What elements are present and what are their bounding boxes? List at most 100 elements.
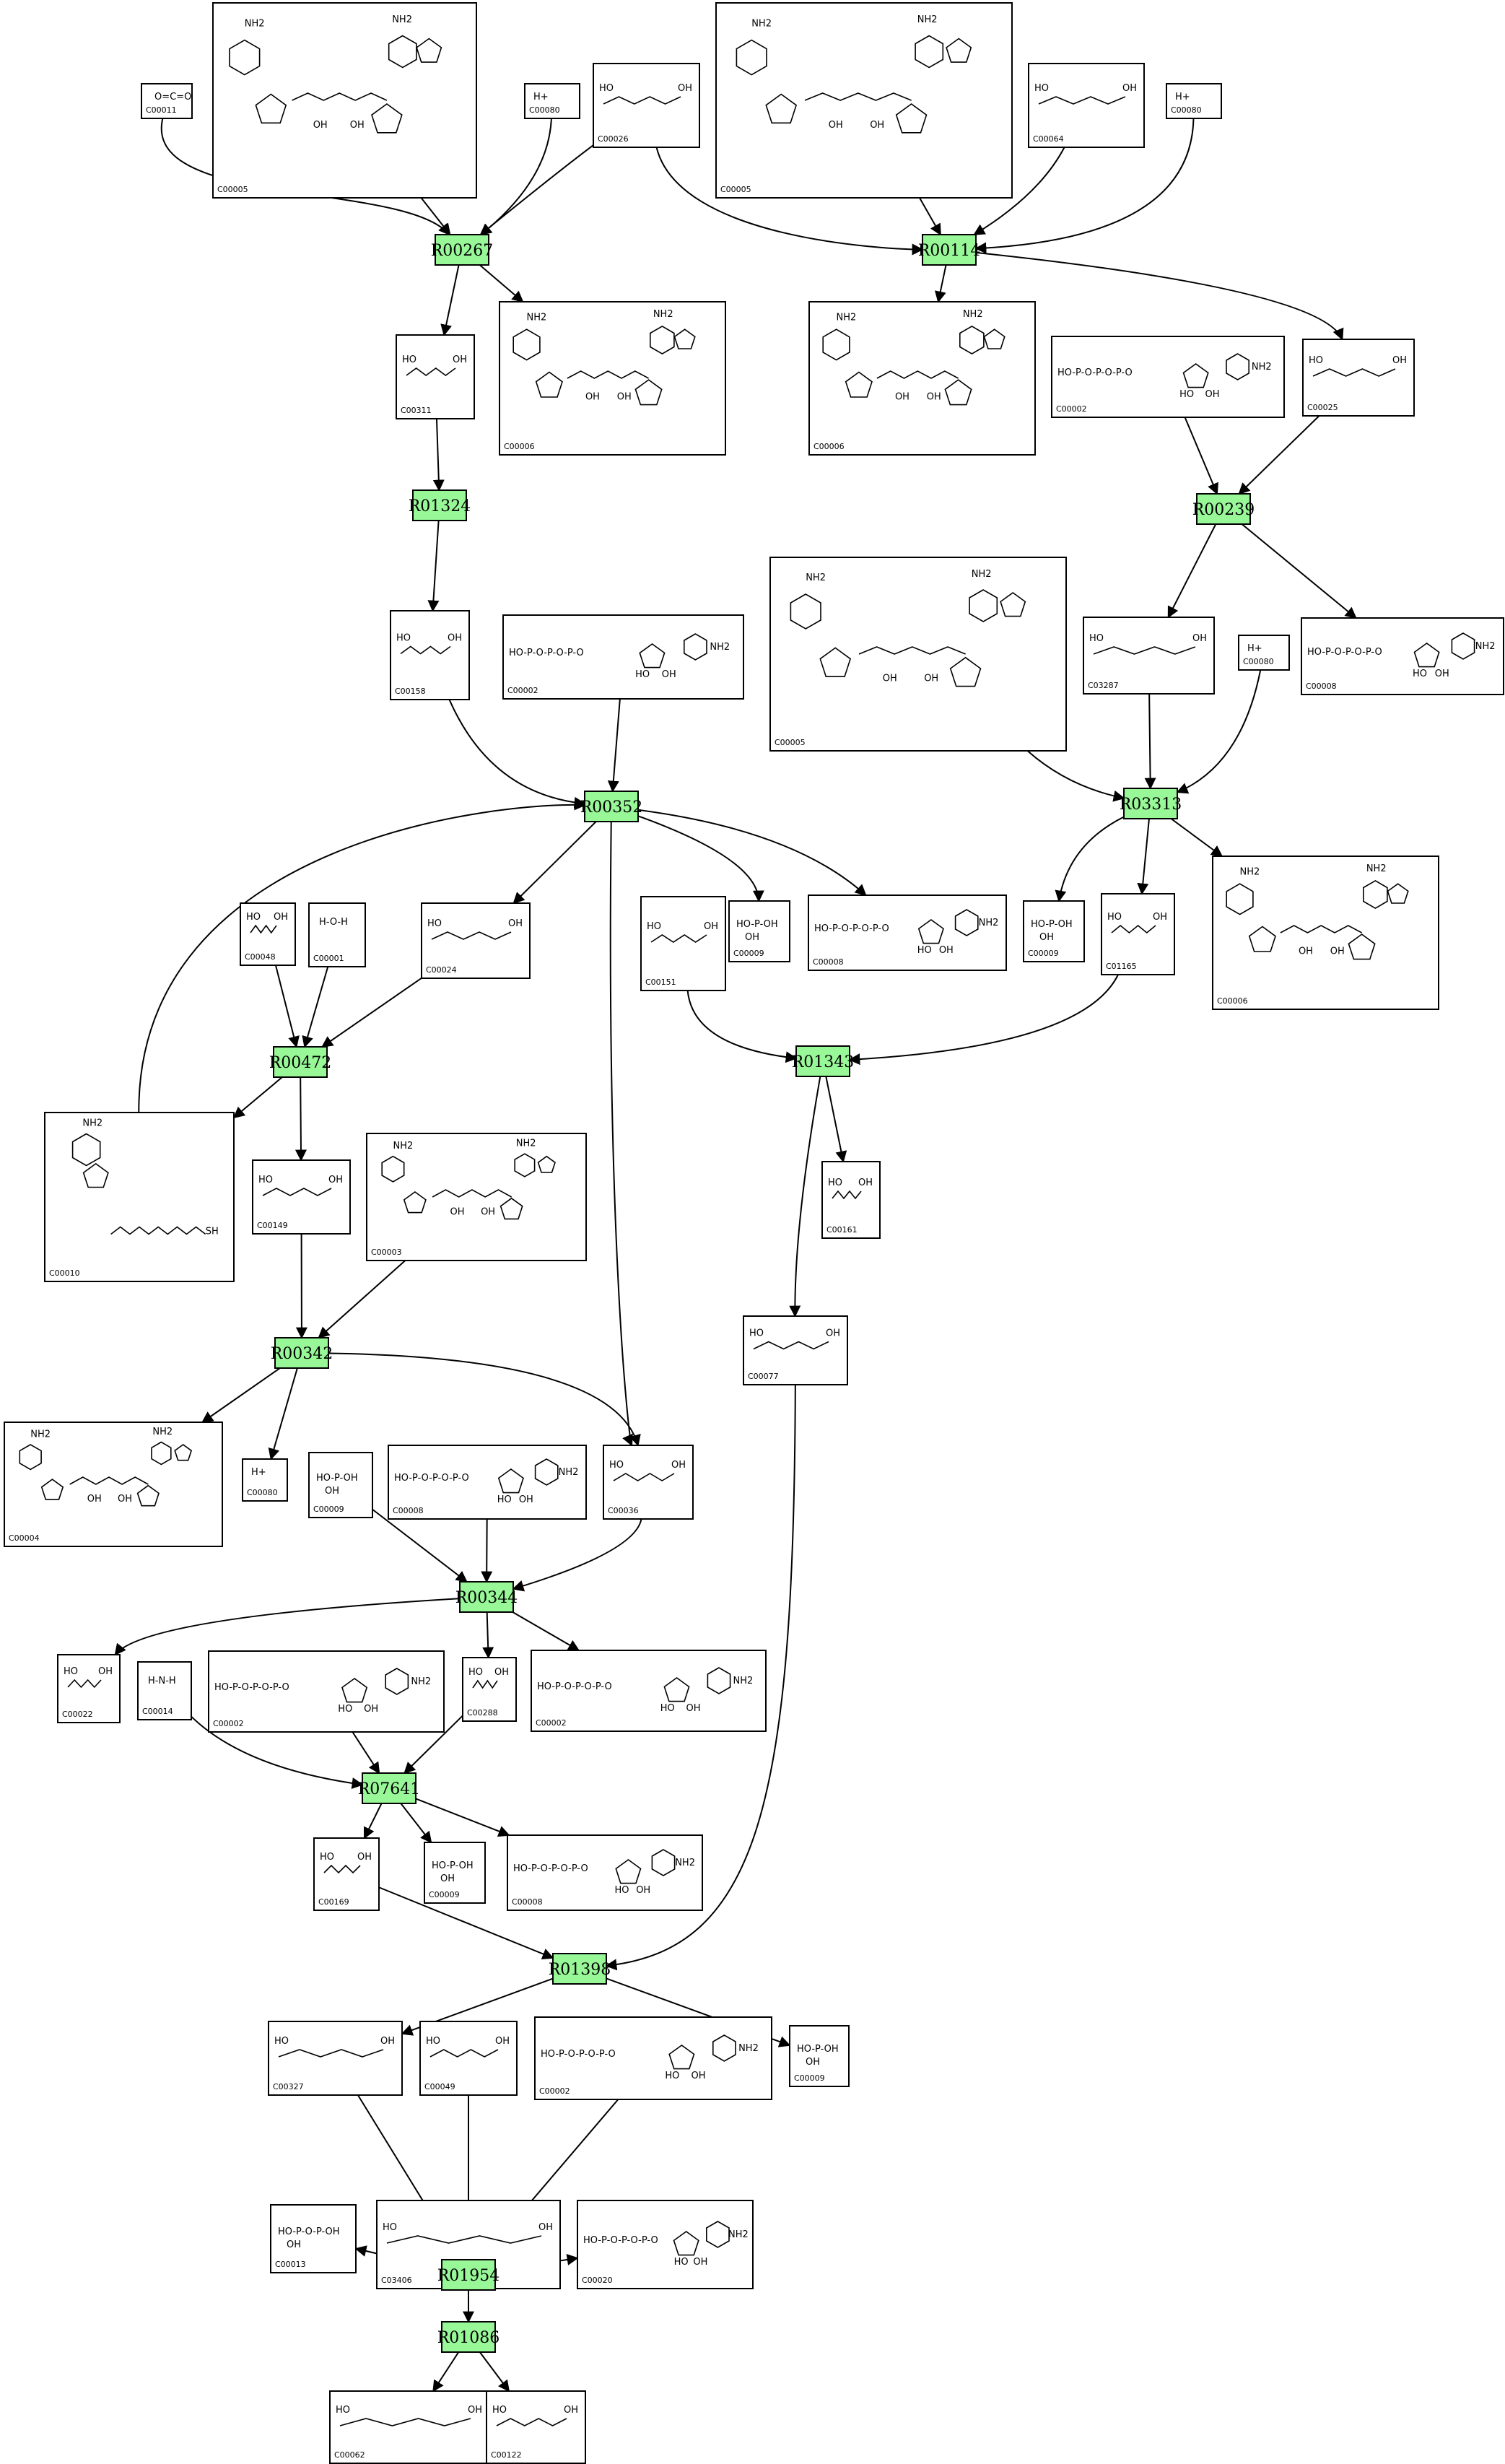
compound-box xyxy=(531,1650,767,1732)
reaction-node[interactable]: R01343 xyxy=(792,1045,855,1077)
reaction-node[interactable]: R00342 xyxy=(271,1337,333,1369)
compound-node[interactable]: H+C00080 xyxy=(242,1458,288,1502)
compound-id: C00005 xyxy=(775,738,806,747)
compound-box xyxy=(57,1654,121,1723)
compound-id: C00002 xyxy=(507,686,538,695)
ring xyxy=(19,1444,42,1471)
compound-box xyxy=(769,557,1067,752)
reaction-node[interactable]: R00114 xyxy=(918,234,981,266)
compound-box xyxy=(424,1842,486,1904)
reaction-edge xyxy=(302,966,329,1048)
reaction-node[interactable]: R01324 xyxy=(409,489,471,521)
atom-label: HO-P-OH xyxy=(1031,919,1073,930)
ring xyxy=(255,93,287,124)
reaction-node[interactable]: R01398 xyxy=(549,1953,611,1985)
reaction-node[interactable]: R00352 xyxy=(580,791,643,822)
compound-node[interactable]: H+C00080 xyxy=(1166,83,1222,119)
atom-label: OH xyxy=(1205,389,1220,400)
atom-label: HO xyxy=(749,1328,764,1339)
atom-label: OH xyxy=(519,1494,533,1505)
atom-label: OH xyxy=(453,354,467,365)
compound-id: C00048 xyxy=(245,952,276,962)
reaction-edge xyxy=(609,821,633,1447)
ring xyxy=(915,35,944,69)
compound-node[interactable]: H+C00080 xyxy=(524,83,580,119)
atom-label: HO xyxy=(660,1703,675,1714)
atom-label: OH xyxy=(1192,633,1207,644)
atom-label: NH2 xyxy=(392,14,412,25)
reaction-node[interactable]: R00239 xyxy=(1192,493,1255,525)
compound-node[interactable]: HO-P-OH OH C00009 xyxy=(1023,900,1085,962)
atom-label: OH xyxy=(118,1494,132,1505)
compound-node[interactable]: H+C00080 xyxy=(1238,635,1290,671)
reaction-node[interactable]: R00344 xyxy=(455,1581,518,1613)
compound-id: C00002 xyxy=(536,1718,567,1728)
compound-box xyxy=(390,610,470,700)
compound-id: C00002 xyxy=(213,1719,244,1728)
reaction-node[interactable]: R01086 xyxy=(437,2321,500,2353)
compound-id: C00006 xyxy=(1217,996,1248,1006)
compound-id: C00009 xyxy=(1028,949,1059,958)
ring xyxy=(497,1468,524,1494)
reaction-box xyxy=(441,2321,496,2353)
reaction-node[interactable]: R00267 xyxy=(431,234,494,266)
reaction-node[interactable]: R01954 xyxy=(437,2259,500,2291)
reaction-node[interactable]: R00472 xyxy=(269,1046,332,1078)
reaction-node[interactable]: R07641 xyxy=(358,1772,421,1804)
ring xyxy=(500,1197,523,1220)
ring xyxy=(403,1191,427,1214)
compound-box xyxy=(388,1445,587,1520)
reaction-node[interactable]: R03313 xyxy=(1120,788,1182,819)
reaction-edge xyxy=(512,821,597,905)
atom-label: OH xyxy=(1039,932,1054,943)
